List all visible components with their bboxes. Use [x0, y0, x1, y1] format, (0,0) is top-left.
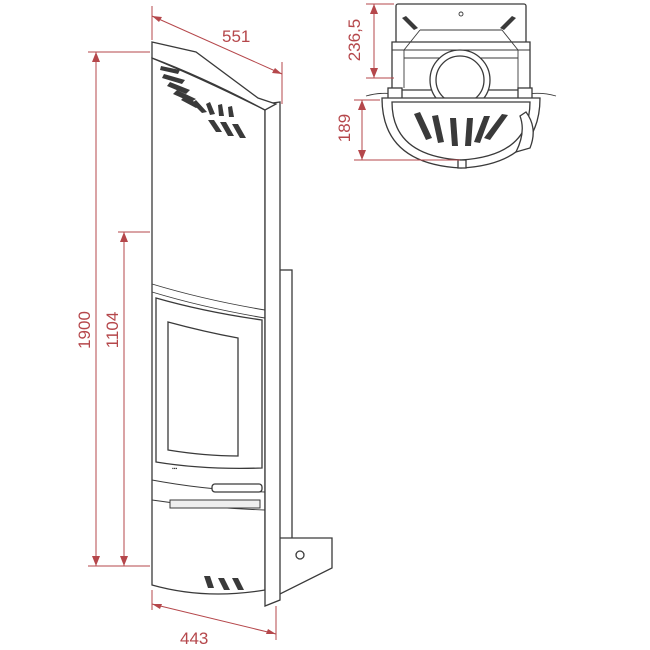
- dimension-door-height: 1104: [103, 231, 150, 567]
- side-panel: [264, 101, 281, 607]
- top-width-label: 551: [222, 27, 250, 46]
- plan-depth-bottom-label: 189: [335, 114, 354, 142]
- dimension-plan-depth-top: 236,5: [345, 3, 394, 79]
- door-handle: [211, 483, 263, 493]
- plan-radial-vents: [414, 112, 508, 146]
- upper-vents: [208, 120, 246, 138]
- dimension-total-height: 1900: [75, 51, 150, 567]
- door-swing: [514, 111, 534, 154]
- door-glass: [167, 321, 239, 457]
- brand-logo: ▪▪▪: [172, 466, 178, 472]
- stove-front-view: ▪▪▪: [151, 41, 333, 607]
- plan-depth-top-label: 236,5: [345, 19, 364, 62]
- bottom-width-label: 443: [180, 629, 208, 648]
- dimension-bottom-width: 443: [151, 590, 277, 648]
- ash-drawer: [169, 499, 261, 509]
- dimension-top-width: 551: [151, 6, 283, 104]
- top-grille: [160, 66, 234, 117]
- lower-vents: [204, 576, 244, 590]
- door-height-label: 1104: [103, 312, 122, 349]
- top-cap: [151, 41, 278, 111]
- stove-plan-view: [365, 3, 557, 169]
- dimension-plan-depth-bottom: 189: [335, 99, 460, 161]
- total-height-label: 1900: [75, 311, 94, 349]
